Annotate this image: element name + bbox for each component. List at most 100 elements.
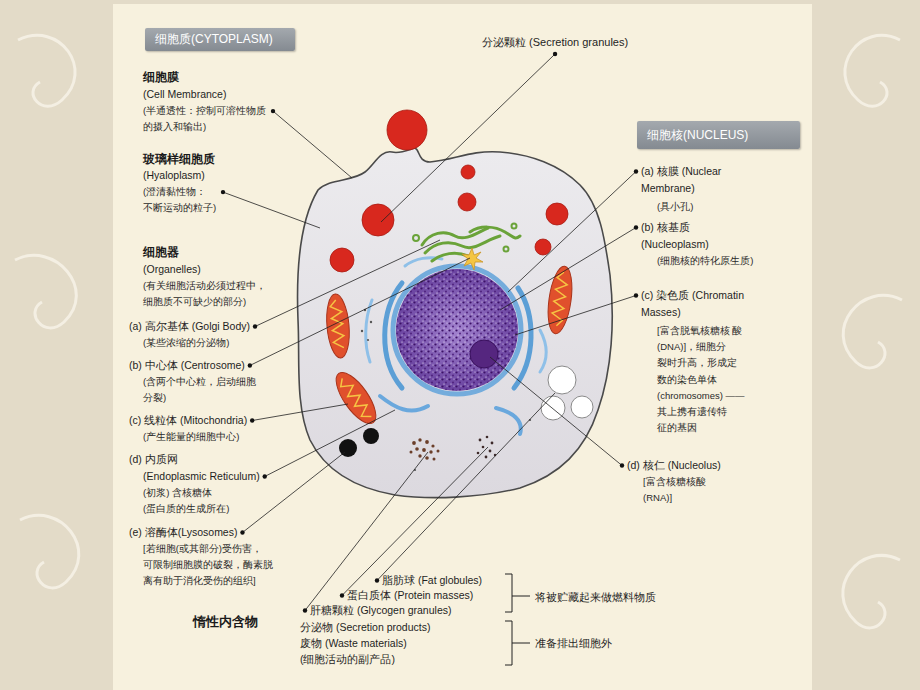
glycogen-granules bbox=[437, 450, 440, 453]
part-description: (某些浓缩的分泌物) bbox=[143, 335, 229, 351]
mitochondrion bbox=[324, 293, 351, 359]
glycogen-granules bbox=[433, 458, 436, 461]
part-name: (b) 核基质 (Nucleoplasm) bbox=[641, 219, 710, 253]
glycogen-granules bbox=[410, 438, 440, 460]
mitochondrion bbox=[544, 265, 575, 335]
section-title: 细胞核(NUCLEUS) bbox=[647, 127, 748, 144]
nucleus bbox=[396, 269, 518, 391]
protein-masses bbox=[489, 450, 492, 453]
golgi-body bbox=[413, 235, 419, 241]
leader-line bbox=[490, 357, 622, 466]
secretion-granule bbox=[330, 248, 354, 272]
part-name: (c) 染色质 (Chromatin Masses) bbox=[641, 287, 746, 321]
secretion-granule bbox=[387, 110, 427, 150]
bracket-note: 将被贮藏起来做燃料物质 bbox=[535, 590, 656, 605]
cytoplasm-particles bbox=[361, 309, 531, 471]
secretion-granule bbox=[461, 165, 475, 179]
leader-line bbox=[223, 192, 320, 228]
part-name: 细胞器 bbox=[143, 244, 179, 261]
leader-dot bbox=[240, 530, 244, 534]
glycogen-granules bbox=[418, 438, 421, 441]
leader-dot bbox=[248, 363, 252, 367]
leader-dot bbox=[634, 225, 638, 229]
protein-masses bbox=[479, 439, 482, 442]
cytoplasm-particles bbox=[361, 330, 363, 332]
page-ground bbox=[18, 35, 75, 106]
protein-masses bbox=[491, 442, 494, 445]
part-name: (d) 核仁 (Nucleolus) bbox=[627, 457, 721, 474]
bracket bbox=[505, 574, 530, 612]
leader-dot bbox=[303, 608, 307, 612]
secretion-granule bbox=[546, 203, 568, 225]
fat-globule bbox=[541, 366, 593, 420]
page-ground bbox=[20, 515, 79, 587]
cytoplasm-particles bbox=[367, 339, 369, 341]
leader-dot bbox=[221, 190, 225, 194]
protein-masses bbox=[485, 456, 488, 459]
leader-line bbox=[265, 410, 395, 477]
leader-line bbox=[377, 393, 555, 581]
endoplasmic-reticulum bbox=[366, 300, 372, 362]
leader-dot bbox=[340, 593, 344, 597]
leader-line bbox=[305, 452, 428, 611]
mitochondrion bbox=[330, 300, 345, 349]
mitochondrion bbox=[324, 265, 575, 430]
fat-globule bbox=[541, 396, 565, 420]
leader-line bbox=[250, 258, 470, 366]
page-ground bbox=[845, 35, 900, 106]
cytoplasm-particles bbox=[370, 321, 372, 323]
part-description: (产生能量的细胞中心) bbox=[143, 429, 239, 445]
glycogen-granules bbox=[425, 456, 429, 460]
part-name: (d) 内质网 bbox=[129, 451, 178, 468]
part-name: 细胞膜 bbox=[143, 69, 179, 86]
endoplasmic-reticulum bbox=[366, 258, 546, 434]
mitochondrion bbox=[544, 265, 575, 335]
leader-dot bbox=[271, 109, 275, 113]
glycogen-granules bbox=[422, 448, 426, 452]
part-name: (c) 线粒体 (Mitochondria) bbox=[129, 412, 247, 429]
secretion-granule bbox=[362, 204, 394, 236]
golgi-body bbox=[504, 247, 509, 252]
section-band: 细胞核(NUCLEUS) bbox=[637, 121, 800, 149]
mitochondrion bbox=[337, 375, 374, 421]
page-ground bbox=[15, 255, 76, 327]
leader-line bbox=[515, 296, 636, 336]
golgi-body bbox=[512, 224, 517, 229]
part-name: 脂肪球 (Fat globules) bbox=[382, 573, 482, 588]
fat-globule bbox=[571, 396, 593, 418]
glycogen-granules bbox=[410, 451, 413, 454]
leader-dot bbox=[250, 418, 254, 422]
leader-dot bbox=[634, 169, 638, 173]
glycogen-granules bbox=[415, 447, 419, 451]
part-name-en: (Cell Membrance) bbox=[143, 86, 226, 103]
nucleus bbox=[396, 269, 518, 391]
part-description: (具小孔) bbox=[657, 199, 693, 215]
cell-membrane bbox=[298, 148, 613, 498]
part-name-en: (Hyaloplasm) bbox=[143, 167, 205, 184]
golgi-body bbox=[425, 236, 500, 253]
bracket-note: 准备排出细胞外 bbox=[535, 636, 612, 651]
section-title: 细胞质(CYTOPLASM) bbox=[155, 31, 273, 48]
nucleolus bbox=[470, 340, 498, 368]
mitochondrion bbox=[324, 293, 351, 359]
part-name: 分泌颗粒 (Secretion granules) bbox=[482, 34, 628, 50]
leader-line bbox=[500, 228, 636, 311]
endoplasmic-reticulum bbox=[540, 330, 546, 372]
endoplasmic-reticulum bbox=[496, 408, 521, 434]
leader-line bbox=[381, 54, 555, 222]
protein-masses bbox=[477, 452, 480, 455]
leader-dot bbox=[375, 578, 379, 582]
leader-dot bbox=[253, 324, 257, 328]
leader-dot bbox=[620, 463, 624, 467]
leader-line bbox=[255, 240, 440, 327]
nucleolus bbox=[470, 340, 498, 368]
part-name: 玻璃样细胞质 bbox=[143, 151, 215, 168]
glycogen-granules bbox=[425, 440, 429, 444]
part-description: (细胞核的特化原生质) bbox=[657, 253, 753, 269]
nucleus bbox=[393, 266, 521, 394]
